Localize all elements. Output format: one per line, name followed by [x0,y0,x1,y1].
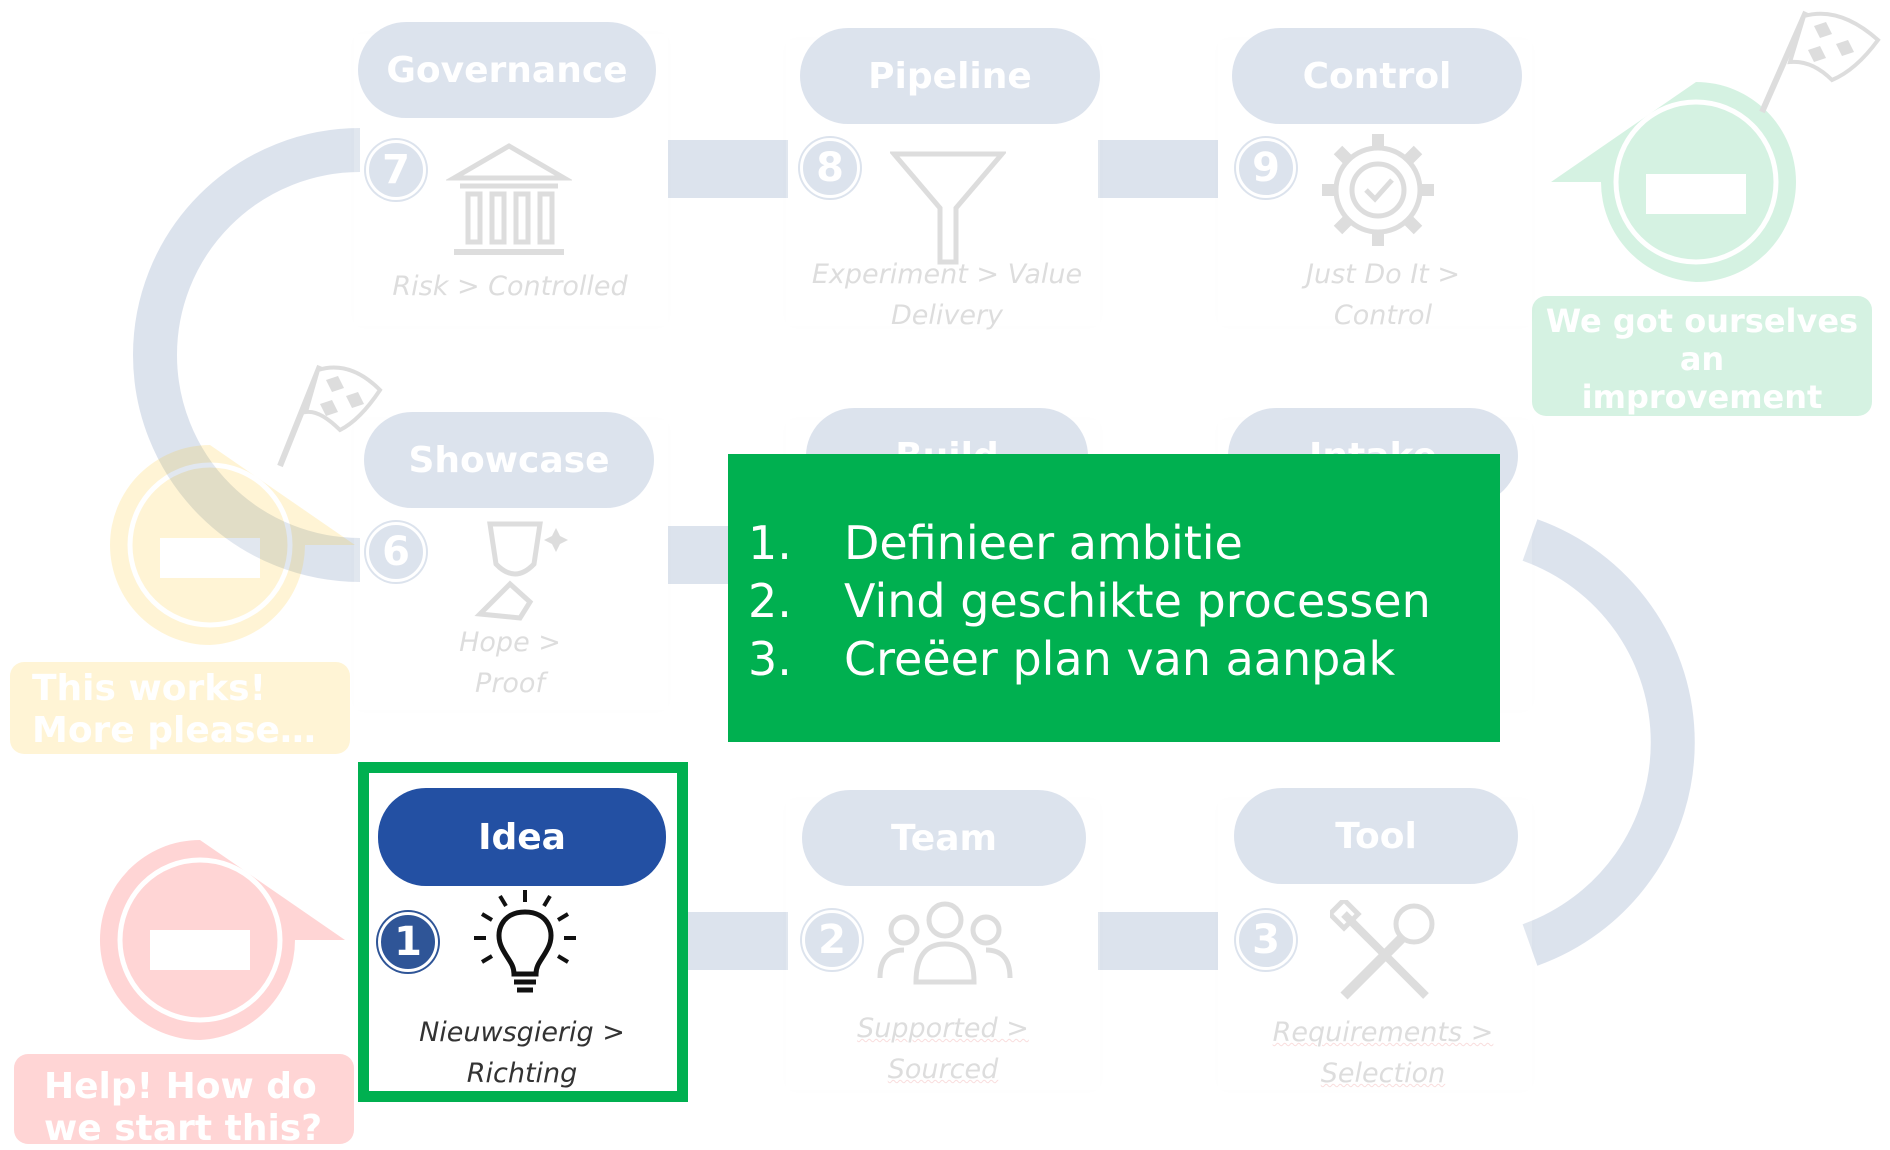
steps-overlay: 1. Definieer ambitie 2. Vind geschikte p… [728,454,1500,742]
caption-line-2: Selection [1226,1053,1540,1094]
caption-line-1-text: Requirements > [1272,1017,1494,1048]
caption-line-2: Sourced [786,1049,1100,1090]
caption-line-2: Control [1333,300,1433,331]
stage-title: Control [1232,28,1522,124]
checkered-flag-icon [1759,10,1881,114]
stage-caption: Requirements > Selection [1226,1012,1540,1094]
stage-number: 2 [802,910,862,970]
caption-line-2-text: Sourced [887,1054,999,1085]
bubble-middle-box: This works! More please… [10,662,350,754]
caption-line-1: Requirements > [1226,1012,1540,1053]
stage-number: 8 [800,138,860,198]
stage-caption: Experiment > Value Delivery [790,254,1104,336]
caption-line-2: Proof [475,668,545,699]
stage-number: 3 [1236,910,1296,970]
bubble-end-marker [1551,82,1796,282]
bubble-start-line-2: we start this? [44,1108,323,1149]
bubble-middle-marker [110,445,355,645]
checkered-flag-icon [277,364,383,468]
tools-icon [1330,900,1435,1000]
stage-caption: Risk > Controlled [360,266,660,307]
stage-title: Governance [358,22,656,118]
caption-line-1: Experiment > Value [811,259,1083,290]
idea-highlight-frame [358,762,688,1102]
bubble-end-line-2: improvement [1581,378,1823,416]
stage-title: Showcase [364,412,654,508]
bubble-start-box: Help! How do we start this? [14,1054,354,1149]
trophy-icon [474,521,568,621]
bubble-start-marker [99,840,345,1040]
step-item: 3. Creëer plan van aanpak [748,630,1500,688]
bubble-middle-line-2: More please… [32,710,316,751]
stage-number: 1 [378,912,438,972]
bubble-end-line-1: We got ourselves an [1545,302,1859,378]
caption-line-1-text: Supported > [857,1013,1029,1044]
bubble-start-line-1: Help! How do [44,1066,317,1107]
step-index: 3. [748,632,792,686]
stage-title: Pipeline [800,28,1100,124]
caption-line-1: Just Do It > [1306,259,1460,290]
people-icon [877,901,1013,985]
gear-check-icon [1322,134,1434,246]
caption-line-1: Supported > [786,1008,1100,1049]
step-item: 2. Vind geschikte processen [748,572,1500,630]
stage-caption: Nieuwsgierig > Richting [372,1012,672,1094]
step-index: 1. [748,516,792,570]
caption-line-2-text: Selection [1320,1058,1446,1089]
stage-caption: Just Do It > Control [1228,254,1538,336]
caption-line-1: Risk > Controlled [392,271,628,302]
step-text: Vind geschikte processen [844,574,1431,628]
step-item: 1. Definieer ambitie [748,514,1500,572]
funnel-icon [890,151,1006,265]
stage-caption: Supported > Sourced [786,1008,1100,1090]
stage-caption: Hope > Proof [360,622,660,704]
bubble-end-line-3: machine! [1618,416,1786,454]
caption-line-1: Nieuwsgierig > [419,1017,625,1048]
step-text: Definieer ambitie [844,516,1243,570]
step-text: Creëer plan van aanpak [844,632,1396,686]
step-index: 2. [748,574,792,628]
lightbulb-icon [474,890,576,993]
bubble-middle-line-1: This works! [32,668,267,709]
caption-line-2: Delivery [890,300,1004,331]
stage-number: 9 [1236,138,1296,198]
stage-number: 7 [366,140,426,200]
bank-icon [446,143,572,255]
caption-line-1: Hope > [459,627,561,658]
stage-title: Idea [378,788,666,886]
bubble-end-box: We got ourselves an improvement machine! [1532,296,1872,454]
caption-line-2: Richting [466,1058,578,1089]
stage-title: Team [802,790,1086,886]
stage-number: 6 [366,522,426,582]
stage-title: Tool [1234,788,1518,884]
